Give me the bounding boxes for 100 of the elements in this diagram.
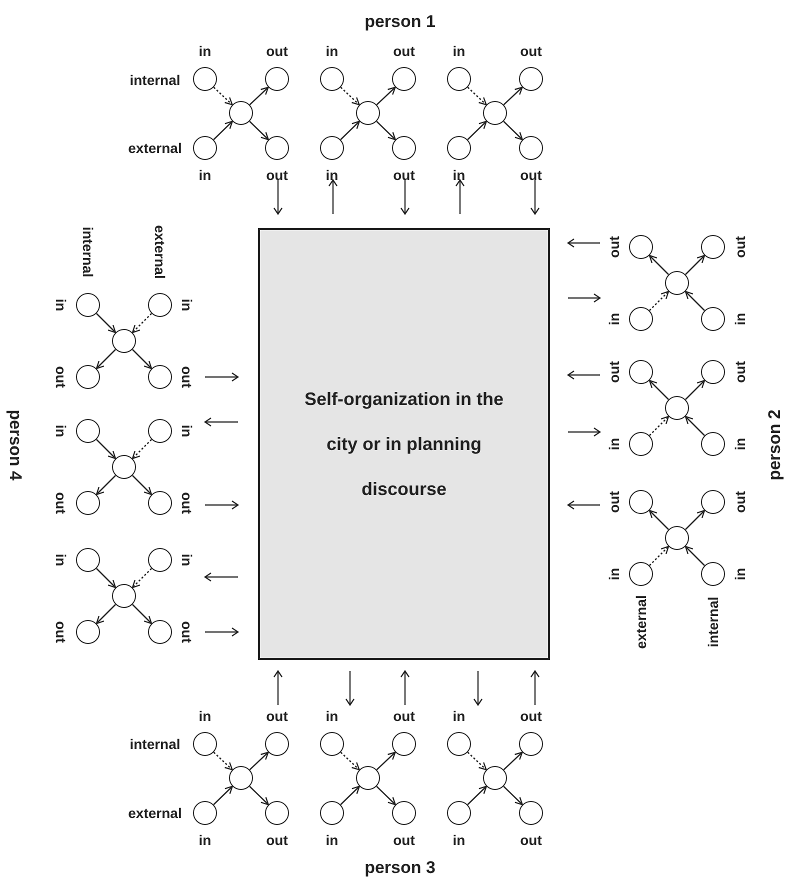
arrow xyxy=(96,349,116,370)
arrow xyxy=(684,416,705,436)
port-group-label: external xyxy=(128,805,182,821)
port-label: in xyxy=(452,832,466,848)
port-circle xyxy=(193,67,217,91)
arrow xyxy=(503,752,523,770)
hub-circle xyxy=(356,766,380,790)
port-label: out xyxy=(732,236,748,258)
port-circle xyxy=(320,67,344,91)
port-label: in xyxy=(732,312,748,326)
port-label: out xyxy=(266,167,288,183)
port-label: out xyxy=(393,708,415,724)
arrow xyxy=(376,752,396,770)
arrow xyxy=(96,604,116,624)
hub-circle xyxy=(665,271,689,295)
port-circle xyxy=(629,360,653,384)
port-circle xyxy=(76,620,100,644)
port-label: out xyxy=(393,43,415,59)
port-group-label: internal xyxy=(130,72,180,88)
port-circle xyxy=(392,136,416,160)
arrow xyxy=(132,604,152,624)
port-circle xyxy=(447,67,471,91)
port-label: in xyxy=(732,438,748,450)
port-circle xyxy=(519,67,543,91)
arrow xyxy=(649,290,670,311)
port-label: out xyxy=(393,832,415,848)
hub-circle xyxy=(229,101,253,125)
port-group-label: internal xyxy=(130,736,180,752)
port-circle xyxy=(320,732,344,756)
port-circle xyxy=(629,490,653,514)
hub-circle xyxy=(229,766,253,790)
port-circle xyxy=(392,67,416,91)
port-label: out xyxy=(53,492,69,514)
hub-circle xyxy=(112,584,136,608)
port-label: out xyxy=(53,621,69,643)
port-label: in xyxy=(732,568,748,580)
port-circle xyxy=(629,235,653,259)
port-label: in xyxy=(452,167,466,183)
port-circle xyxy=(447,732,471,756)
port-circle xyxy=(392,801,416,825)
hub-circle xyxy=(112,329,136,353)
arrow xyxy=(648,254,669,275)
arrow xyxy=(685,254,706,275)
arrow xyxy=(249,786,269,806)
port-circle xyxy=(76,491,100,515)
port-circle xyxy=(701,490,725,514)
port-circle xyxy=(193,136,217,160)
hub-circle xyxy=(665,396,689,420)
port-label: in xyxy=(198,832,212,848)
port-label: out xyxy=(53,366,69,388)
arrow xyxy=(684,546,705,566)
port-label: out xyxy=(606,361,622,383)
port-circle xyxy=(76,293,100,317)
port-label: in xyxy=(326,832,338,848)
port-circle xyxy=(148,293,172,317)
port-circle xyxy=(148,419,172,443)
arrow xyxy=(685,380,706,400)
port-label: in xyxy=(606,568,622,580)
arrow xyxy=(249,752,269,770)
port-circle xyxy=(148,620,172,644)
arrow xyxy=(213,120,233,140)
port-group-label: external xyxy=(128,140,182,156)
arrow xyxy=(467,86,487,106)
arrow xyxy=(132,439,152,460)
arrow xyxy=(649,416,670,436)
arrow xyxy=(96,568,116,588)
port-label: in xyxy=(198,708,212,724)
arrow xyxy=(503,120,523,140)
arrow xyxy=(649,546,670,566)
port-label: out xyxy=(393,167,415,183)
person-label: person 2 xyxy=(765,410,785,480)
arrow xyxy=(376,86,396,106)
port-circle xyxy=(148,548,172,572)
person-label: person 1 xyxy=(364,12,436,32)
port-label: in xyxy=(326,708,338,724)
port-circle xyxy=(701,360,725,384)
hub-circle xyxy=(483,766,507,790)
port-label: out xyxy=(520,832,542,848)
port-label: in xyxy=(326,43,338,59)
port-circle xyxy=(629,432,653,456)
arrow xyxy=(249,86,269,106)
port-circle xyxy=(629,562,653,586)
arrow xyxy=(132,349,152,370)
port-label: in xyxy=(198,43,212,59)
port-label: out xyxy=(179,621,195,643)
hub-circle xyxy=(356,101,380,125)
hub-circle xyxy=(112,455,136,479)
port-group-label: internal xyxy=(705,596,721,648)
port-label: in xyxy=(53,424,69,438)
port-label: in xyxy=(606,438,622,450)
arrow xyxy=(132,568,152,588)
port-circle xyxy=(519,732,543,756)
arrow xyxy=(96,475,116,496)
arrow xyxy=(503,786,523,806)
person-label: person 3 xyxy=(364,858,436,878)
arrow xyxy=(684,290,705,311)
arrow xyxy=(96,439,116,460)
port-label: out xyxy=(606,236,622,258)
arrow xyxy=(132,313,152,334)
port-group-label: external xyxy=(152,225,168,279)
